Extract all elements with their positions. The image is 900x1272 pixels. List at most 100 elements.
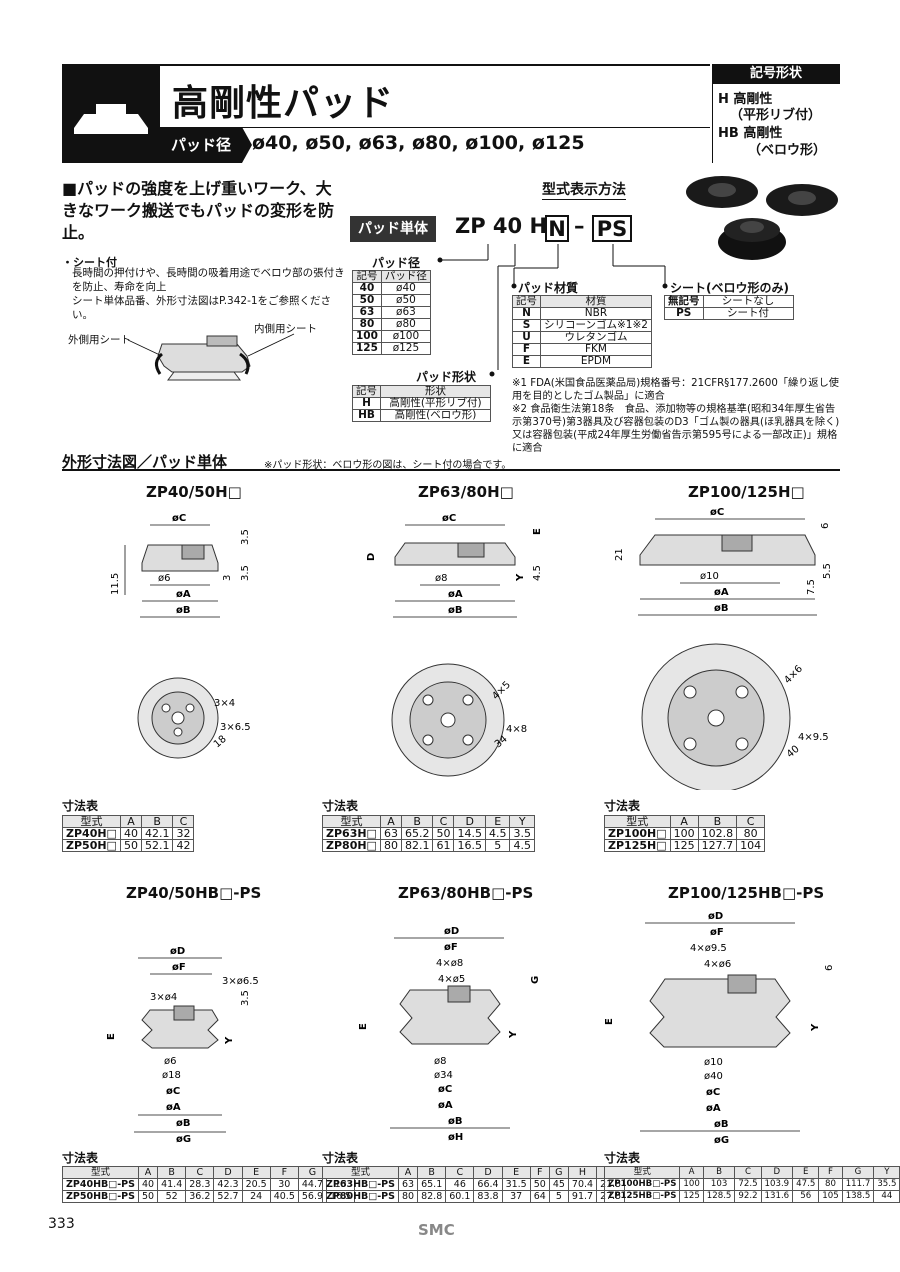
cell: シリコーンゴム※1※2 (540, 319, 652, 332)
cell: ø100 (380, 330, 431, 343)
cell: 35.5 (873, 1178, 900, 1191)
cell: 103 (702, 1178, 736, 1191)
cell: 14.5 (453, 827, 486, 840)
cell: PS (664, 307, 704, 320)
dim-table-caption-3: 寸法表 (604, 799, 641, 813)
cell: 72.5 (734, 1178, 762, 1191)
svg-text:7.5: 7.5 (806, 579, 817, 595)
svg-text:3: 3 (222, 575, 233, 581)
svg-text:6: 6 (824, 965, 835, 971)
cell: ZP80HB□-PS (322, 1190, 399, 1203)
model-code-zp: ZP 40 H (455, 214, 548, 238)
drawing-title-zp63-80h: ZP63/80H□ (418, 483, 514, 501)
cell: 138.5 (841, 1190, 875, 1203)
pad-product-icon (62, 64, 160, 163)
cell: 100 (352, 330, 382, 343)
cell: E (512, 355, 541, 368)
th: B (697, 815, 738, 828)
svg-text:G: G (530, 976, 541, 984)
cell: 42.3 (213, 1178, 243, 1191)
cell: 63 (379, 827, 402, 840)
th: G (297, 1166, 328, 1179)
cell: 104 (736, 839, 766, 852)
svg-text:øG: øG (714, 1135, 729, 1145)
cell: H (352, 397, 381, 410)
th: 記号 (352, 385, 381, 398)
cell: 66.4 (473, 1178, 503, 1191)
cell: 52 (157, 1190, 187, 1203)
section-divider (62, 469, 840, 471)
cell: 125 (352, 342, 382, 355)
cell: 100 (679, 1178, 704, 1191)
cell: 45 (548, 1178, 569, 1191)
cell: シート付 (702, 307, 794, 320)
cell: 50 (432, 827, 455, 840)
th: 材質 (540, 295, 652, 308)
cell: 31.5 (501, 1178, 531, 1191)
cell: 103.9 (760, 1178, 794, 1191)
th: E (792, 1166, 820, 1179)
svg-text:11.5: 11.5 (110, 573, 121, 595)
svg-text:4×ø5: 4×ø5 (438, 974, 465, 985)
cell: 80 (352, 318, 382, 331)
svg-text:4×8: 4×8 (506, 724, 527, 735)
dim-table-caption-1: 寸法表 (62, 799, 99, 813)
svg-text:ø10: ø10 (704, 1057, 723, 1068)
svg-text:øF: øF (444, 942, 458, 953)
cell: 80 (397, 1190, 419, 1203)
svg-text:øC: øC (172, 513, 186, 524)
svg-text:øA: øA (714, 587, 729, 598)
cell: 65.1 (417, 1178, 447, 1191)
cell: S (512, 319, 541, 332)
th: A (397, 1166, 419, 1179)
th: H (567, 1166, 598, 1179)
symbol-h-desc: （平形リブ付） (730, 108, 822, 123)
cell: 128.5 (702, 1190, 736, 1203)
cell: 102.8 (697, 827, 738, 840)
cell: 46 (445, 1178, 475, 1191)
cell: 16.5 (453, 839, 486, 852)
cell: 無記号 (664, 295, 704, 308)
svg-text:E: E (532, 528, 543, 535)
drawing-zp100-125hb-side: øD øF 4×ø9.5 4×ø6 E Y 6 ø10 ø40 øC øA øB… (604, 911, 835, 1145)
cell: 高剛性(平形リブ付) (380, 397, 491, 410)
svg-text:4×ø6: 4×ø6 (704, 959, 731, 970)
cell: 100 (669, 827, 699, 840)
symbol-box (712, 64, 840, 163)
cell: 125 (669, 839, 699, 852)
th: G (548, 1166, 569, 1179)
shape-caption: パッド形状 (416, 370, 477, 384)
cell: 63 (352, 306, 382, 319)
cell: 44 (873, 1190, 900, 1203)
svg-text:øF: øF (710, 927, 724, 938)
cell: 80 (379, 839, 402, 852)
svg-text:5.5: 5.5 (822, 563, 833, 579)
drawing-zp63-80hb-side: øD øF 4×ø8 4×ø5 E G Y ø8 ø34 øC øA øB øH (358, 926, 541, 1143)
drawing-zp63-80h-side: øC ø8 øA øB D E Y 4.5 (366, 513, 543, 618)
th: F (269, 1166, 299, 1179)
th: 形状 (380, 385, 491, 398)
pad-product-photo (682, 170, 842, 274)
sheet-cross-section (62, 316, 352, 390)
cell: 125 (679, 1190, 704, 1203)
dim-table-caption-5: 寸法表 (322, 1151, 359, 1165)
th: 型式 (62, 1166, 139, 1179)
cell: 61 (432, 839, 455, 852)
svg-text:18: 18 (212, 734, 229, 751)
cell: 127.7 (697, 839, 738, 852)
th: C (734, 1166, 762, 1179)
th: B (417, 1166, 447, 1179)
svg-text:4×6: 4×6 (782, 663, 805, 686)
svg-text:ø18: ø18 (162, 1070, 181, 1081)
feature-text: ■パッドの強度を上げ重いワーク、大きなワーク搬送でもパッドの変形を防止。 (62, 179, 335, 242)
cell: 56.9 (297, 1190, 328, 1203)
cell: 4.5 (484, 827, 511, 840)
th: 型式 (322, 815, 381, 828)
cell: 30 (269, 1178, 299, 1191)
cell: 64 (529, 1190, 550, 1203)
dim-table-zp63-80hb: 型式ABCDEFGHY ZP63HB□-PS6365.14666.431.550… (322, 1166, 626, 1203)
drawing-zp100-125h-side: øC ø10 øA øB 21 6 7.5 5.5 (614, 507, 833, 616)
svg-text:6: 6 (820, 523, 831, 529)
